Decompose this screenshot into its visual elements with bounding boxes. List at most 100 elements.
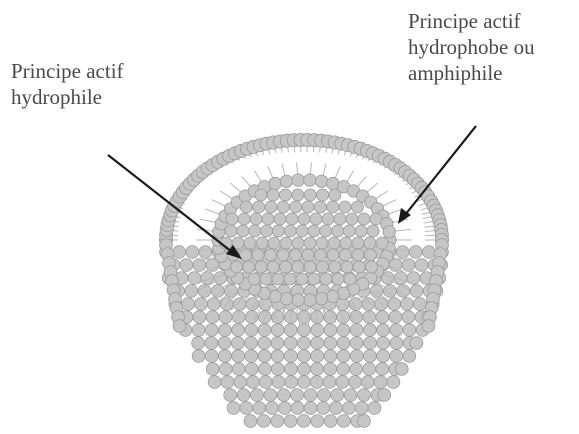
lipid-head: [255, 261, 267, 273]
label-hydrophobic-line1: Principe actif: [408, 8, 535, 34]
lipid-head: [250, 213, 262, 225]
lipid-head: [308, 225, 320, 237]
lipid-head: [272, 273, 284, 285]
lipid-head: [298, 213, 310, 225]
lipid-head: [284, 350, 297, 363]
lipid-head: [350, 337, 363, 350]
lipid-head: [351, 201, 363, 213]
lipid-head: [291, 402, 304, 415]
lipid-head: [358, 389, 371, 402]
lipid-head: [363, 311, 376, 324]
lipid-head: [352, 237, 364, 249]
lipid-head: [243, 261, 255, 273]
lipid-head: [302, 249, 314, 261]
lipid-head: [205, 350, 218, 363]
label-hydrophilic-drug: Principe actif hydrophile: [11, 58, 124, 110]
lipid-head: [269, 177, 281, 189]
lipid-head: [344, 389, 357, 402]
lipid-head: [350, 324, 363, 337]
lipid-head: [308, 273, 320, 285]
lipid-head: [422, 320, 435, 333]
lipid-head: [337, 350, 350, 363]
lipid-head: [227, 402, 240, 415]
lipid-head: [315, 293, 327, 305]
lipid-head: [284, 324, 297, 337]
lipid-head: [341, 261, 353, 273]
lipid-head: [206, 363, 219, 376]
lipid-head: [395, 363, 408, 376]
lipid-head: [272, 225, 284, 237]
lipid-head: [322, 213, 334, 225]
lipid-head: [234, 376, 247, 389]
lipid-head: [249, 225, 261, 237]
lipid-head: [415, 259, 428, 272]
lipid-head: [317, 189, 329, 201]
lipid-head: [280, 237, 292, 249]
lipid-head: [280, 293, 292, 305]
lipid-head: [219, 311, 232, 324]
lipid-head: [219, 324, 232, 337]
lipid-head: [314, 201, 326, 213]
lipid-head: [265, 201, 277, 213]
lipid-head: [193, 311, 206, 324]
lipid-head: [264, 389, 277, 402]
lipid-head: [237, 225, 249, 237]
lipid-head: [378, 389, 391, 402]
lipid-head: [205, 337, 218, 350]
lipid-head: [297, 415, 310, 428]
lipid-head: [336, 376, 349, 389]
lipid-head: [173, 246, 186, 259]
lipid-head: [284, 415, 297, 428]
lipid-head: [247, 376, 260, 389]
lipid-head: [232, 350, 245, 363]
lipid-head: [423, 246, 436, 259]
lipid-head: [261, 225, 273, 237]
lipid-head: [296, 273, 308, 285]
lipid-head: [255, 189, 267, 201]
lipid-head: [232, 363, 245, 376]
lipid-head: [208, 376, 221, 389]
lipid-head: [304, 294, 316, 306]
lipid-head: [368, 402, 381, 415]
lipid-head: [390, 324, 403, 337]
lipid-head: [266, 402, 279, 415]
lipid-head: [240, 402, 253, 415]
lipid-head: [259, 376, 272, 389]
lipid-head: [245, 324, 258, 337]
lipid-head: [410, 285, 423, 298]
lipid-head: [271, 415, 284, 428]
lipid-head: [232, 324, 245, 337]
lipid-head: [304, 389, 317, 402]
lipid-head: [244, 415, 257, 428]
label-hydrophobic-line2: hydrophobe ou: [408, 34, 535, 60]
lipid-head: [364, 337, 377, 350]
lipid-head: [304, 261, 316, 273]
lipid-head: [291, 389, 304, 402]
lipid-head: [376, 363, 389, 376]
lipid-head: [219, 350, 232, 363]
lipid-head: [240, 201, 252, 213]
lipid-head: [245, 337, 258, 350]
lipid-head: [318, 389, 331, 402]
lipid-head: [361, 376, 374, 389]
lipid-head: [315, 249, 327, 261]
lipid-head: [324, 337, 337, 350]
lipid-head: [271, 337, 284, 350]
lipid-head: [364, 249, 376, 261]
lipid-head: [226, 213, 238, 225]
lipid-head: [280, 189, 292, 201]
lipid-head: [340, 237, 352, 249]
lipid-head: [244, 237, 256, 249]
lipid-head: [327, 290, 339, 302]
lipid-head: [277, 201, 289, 213]
lipid-head: [330, 402, 343, 415]
lipid-head: [256, 237, 268, 249]
lipid-head: [355, 225, 367, 237]
lipid-head: [304, 402, 317, 415]
lipid-head: [377, 350, 390, 363]
lipid-head: [315, 175, 327, 187]
lipid-head: [257, 415, 270, 428]
lipid-head: [362, 298, 375, 311]
lipid-head: [350, 350, 363, 363]
lipid-head: [396, 246, 409, 259]
